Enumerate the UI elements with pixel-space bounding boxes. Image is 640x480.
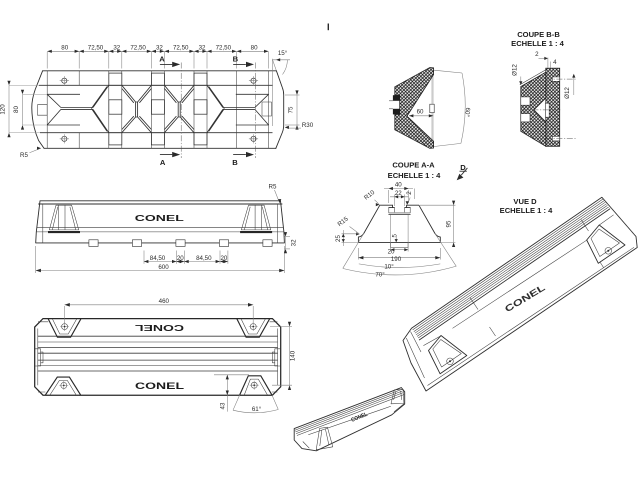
svg-text:61°: 61°: [252, 406, 262, 413]
svg-text:Ø12: Ø12: [564, 87, 571, 99]
svg-text:B: B: [233, 55, 239, 64]
svg-text:2: 2: [406, 191, 413, 195]
svg-text:R30: R30: [302, 122, 314, 129]
svg-text:5: 5: [392, 234, 399, 238]
svg-text:ECHELLE 1 : 4: ECHELLE 1 : 4: [511, 39, 565, 48]
svg-text:84,50: 84,50: [196, 255, 212, 262]
svg-text:VUE D: VUE D: [513, 197, 537, 206]
svg-text:60°: 60°: [463, 107, 471, 118]
svg-text:CONEL: CONEL: [135, 323, 184, 333]
svg-text:140: 140: [289, 350, 296, 361]
svg-text:70°: 70°: [375, 272, 385, 279]
svg-text:60: 60: [417, 109, 424, 116]
svg-text:43: 43: [219, 402, 226, 409]
svg-text:R5: R5: [269, 184, 277, 191]
svg-text:25: 25: [335, 235, 342, 242]
svg-text:CONEL: CONEL: [135, 381, 185, 391]
svg-text:32: 32: [290, 239, 297, 246]
svg-text:84,50: 84,50: [150, 255, 166, 262]
svg-text:20: 20: [177, 255, 184, 262]
svg-text:80: 80: [13, 106, 20, 113]
svg-text:40: 40: [395, 182, 402, 189]
svg-text:72,50: 72,50: [216, 45, 232, 52]
svg-text:COUPE A-A: COUPE A-A: [392, 161, 435, 170]
svg-text:190: 190: [391, 256, 402, 263]
svg-text:R5: R5: [20, 152, 28, 159]
svg-text:A: A: [159, 55, 165, 64]
svg-text:72,50: 72,50: [173, 45, 189, 52]
svg-text:20: 20: [388, 249, 395, 256]
svg-text:22: 22: [395, 190, 402, 197]
svg-text:460: 460: [159, 298, 170, 305]
svg-text:20: 20: [220, 255, 227, 262]
svg-text:32: 32: [156, 45, 163, 52]
svg-text:2: 2: [535, 51, 539, 58]
svg-text:600: 600: [158, 264, 169, 271]
svg-text:B: B: [232, 158, 238, 167]
svg-text:80: 80: [61, 45, 68, 52]
svg-text:10°: 10°: [384, 263, 394, 270]
svg-text:A: A: [160, 158, 166, 167]
svg-text:32: 32: [199, 45, 206, 52]
svg-text:95: 95: [445, 220, 452, 227]
svg-text:15°: 15°: [278, 50, 288, 57]
svg-text:80: 80: [251, 45, 258, 52]
svg-text:COUPE B-B: COUPE B-B: [517, 30, 560, 39]
svg-text:72,50: 72,50: [130, 45, 146, 52]
svg-text:120: 120: [0, 104, 7, 115]
svg-text:72,50: 72,50: [88, 45, 104, 52]
svg-text:D: D: [460, 163, 466, 172]
svg-text:Ø12: Ø12: [511, 64, 518, 76]
svg-text:ECHELLE 1 : 4: ECHELLE 1 : 4: [388, 171, 442, 180]
svg-text:32: 32: [113, 45, 120, 52]
svg-text:ECHELLE 1 : 4: ECHELLE 1 : 4: [500, 206, 554, 215]
svg-text:CONEL: CONEL: [135, 213, 184, 223]
svg-text:75: 75: [288, 106, 295, 113]
svg-text:4: 4: [553, 59, 557, 66]
